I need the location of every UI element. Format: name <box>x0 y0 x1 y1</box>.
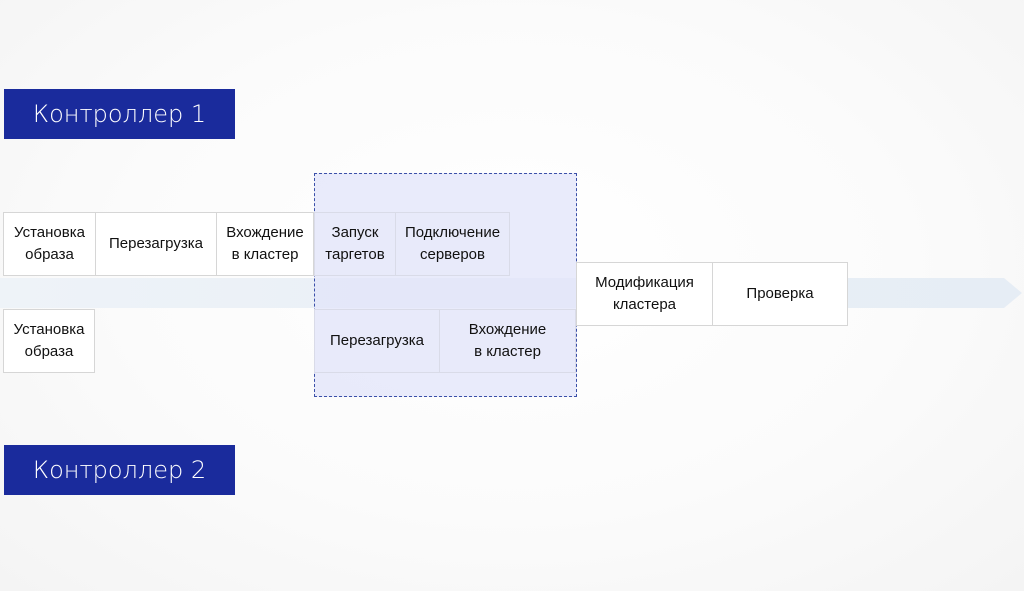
step-connect-servers: Подключение серверов <box>395 212 510 276</box>
step-join-cluster-1: Вхождение в кластер <box>216 212 314 276</box>
step-start-targets: Запуск таргетов <box>314 212 396 276</box>
step-install-image-1: Установка образа <box>3 212 96 276</box>
step-install-image-2: Установка образа <box>3 309 95 373</box>
controller-2-label: Контроллер 2 <box>4 445 235 495</box>
step-modify-cluster: Модификация кластера <box>576 262 713 326</box>
step-verify: Проверка <box>712 262 848 326</box>
step-join-cluster-2: Вхождение в кластер <box>439 309 576 373</box>
step-reboot-2: Перезагрузка <box>314 309 440 373</box>
controller-1-label: Контроллер 1 <box>4 89 235 139</box>
step-reboot-1: Перезагрузка <box>95 212 217 276</box>
